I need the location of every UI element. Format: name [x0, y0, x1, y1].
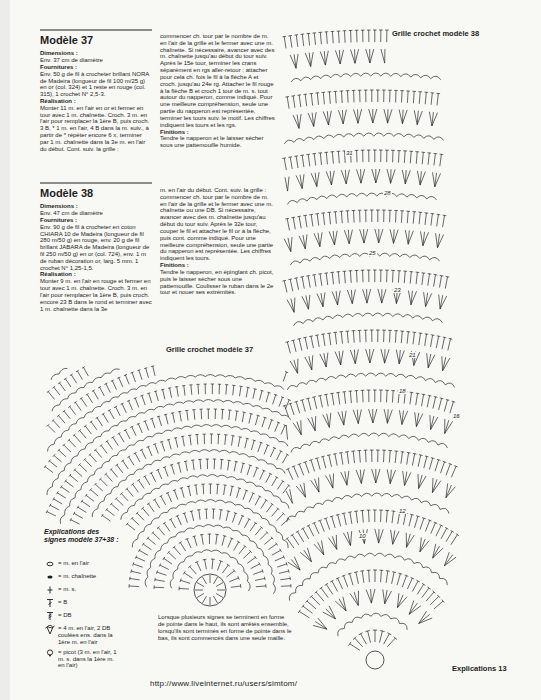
- section-heading: Fournitures :: [40, 217, 152, 224]
- legend-text: = B: [58, 599, 67, 606]
- body-text: Env. 50 g de fil à crocheter brillant NO…: [40, 71, 152, 98]
- legend-text: = m. s.: [58, 586, 76, 593]
- round-number: 16: [452, 413, 461, 419]
- note-text: Lorsque plusieurs signes se terminent en…: [158, 614, 292, 642]
- chain-symbol: [48, 625, 52, 627]
- legend-heading: Explications des signes modèle 37+38 :: [44, 528, 120, 544]
- picot-symbol: [49, 654, 51, 656]
- chain-symbol: [47, 562, 53, 566]
- chart-title: Grille crochet modèle 37: [166, 346, 278, 355]
- legend-row: = m. s.: [44, 586, 118, 596]
- stitch-symbol: [47, 613, 53, 621]
- chart-38-stitches: [282, 30, 459, 650]
- legend-row: = B: [44, 599, 118, 609]
- text-column: m. en l'air du début. Cont. suiv. la gri…: [160, 187, 276, 296]
- body-text: Tendre le napperon, en épinglant ch. pic…: [160, 269, 276, 296]
- picot-symbol: [47, 650, 52, 655]
- legend-symbol: [44, 599, 58, 609]
- section-heading: Dimensions :: [40, 50, 152, 57]
- legend-row: = m. chaînette: [44, 573, 118, 583]
- text-column: Modèle 38 Dimensions :Env. 47 cm de diamè…: [40, 187, 152, 312]
- body-text: Env. 37 cm de diamètre: [40, 57, 152, 64]
- heading-rule: [40, 182, 152, 183]
- legend-symbol: [44, 560, 58, 570]
- round-number: 12: [398, 508, 407, 514]
- model-heading: Modèle 38: [40, 187, 152, 200]
- chart-37-stitches: [44, 366, 291, 605]
- round-number: 25: [368, 250, 377, 256]
- legend-row: = DB: [44, 612, 118, 622]
- center-ring: [366, 651, 384, 669]
- round-number: 31: [345, 150, 354, 156]
- legend-symbol: [44, 612, 58, 622]
- legend-text: = 4 m. en l'air, 2 DB coulées ens. dans …: [58, 625, 118, 646]
- stitch-symbol: [47, 600, 53, 608]
- round-number: 21: [408, 352, 417, 358]
- text-column: Modèle 37 Dimensions :Env. 37 cm de diamè…: [40, 34, 152, 153]
- binding-shadow: [0, 0, 10, 700]
- section-heading: Finitions :: [160, 129, 276, 136]
- body-text: m. en l'air du début. Cont. suiv. la gri…: [160, 187, 276, 262]
- section-heading: Réalisation :: [40, 98, 152, 105]
- body-text: Tendre le napperon et le laisser sécher …: [160, 135, 276, 149]
- body-text: Monter 9 m. en l'air en rouge et fermer …: [40, 278, 152, 312]
- body-text: Monter 11 m. en l'air en or et fermer en…: [40, 105, 152, 153]
- stitch-symbol: [46, 626, 55, 634]
- legend-symbol: [44, 649, 58, 659]
- legend-text: = DB: [58, 612, 72, 619]
- page-number: Explications 13: [452, 664, 507, 673]
- legend-row: = 4 m. en l'air, 2 DB coulées ens. dans …: [44, 625, 118, 646]
- round-number: 10: [358, 533, 367, 539]
- legend-text: = m. en l'air: [58, 560, 89, 567]
- round-number: 23: [393, 287, 402, 293]
- legend-symbol: [44, 573, 58, 583]
- section-heading: Fournitures :: [40, 64, 152, 71]
- section-heading: Réalisation :: [40, 271, 152, 278]
- round-number: 28: [383, 190, 392, 196]
- body-text: commencer ch. tour par le nombre de m. e…: [160, 33, 276, 129]
- body-text: Env. 47 cm de diamètre: [40, 210, 152, 217]
- legend-row: = m. en l'air: [44, 560, 118, 570]
- section-heading: Finitions :: [160, 262, 276, 269]
- legend-row: = picot (3 m. en l'air, 1 m. s. dans la …: [44, 649, 118, 670]
- round-number: 18: [398, 388, 407, 394]
- section-heading: Dimensions :: [40, 203, 152, 210]
- legend-symbol: [44, 586, 58, 596]
- legend-symbol: [44, 625, 58, 635]
- slip-stitch-symbol: [47, 575, 52, 578]
- heading-rule: [40, 29, 152, 30]
- legend: = m. en l'air = m. chaînette = m. s. = B = D…: [44, 560, 118, 672]
- model-heading: Modèle 37: [40, 34, 152, 47]
- watermark-url: http://www.liveinternet.ru/users/simtom/: [150, 679, 297, 688]
- legend-text: = m. chaînette: [58, 573, 96, 580]
- stitch-symbol: [48, 587, 53, 594]
- text-column: commencer ch. tour par le nombre de m. e…: [160, 33, 276, 149]
- legend-text: = picot (3 m. en l'air, 1 m. s. dans la …: [58, 649, 118, 670]
- body-text: Env. 90 g de fil à crocheter en coton CH…: [40, 224, 152, 272]
- chart-title: Grille crochet modèle 38: [392, 30, 510, 39]
